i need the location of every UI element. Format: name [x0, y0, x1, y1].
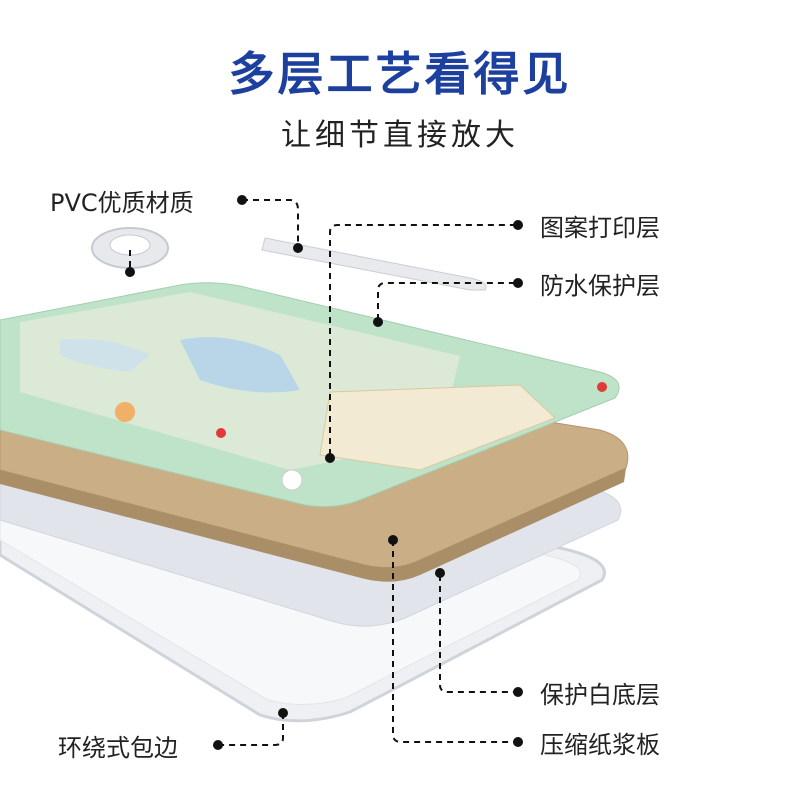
leader-dots: [125, 195, 523, 750]
map-water-2: [60, 339, 150, 372]
label-pulp-board: 压缩纸浆板: [540, 731, 660, 759]
label-waterproof-layer: 防水保护层: [540, 272, 660, 300]
pvc-hanger-accessory: [261, 237, 487, 291]
pulp-board-edge: [0, 468, 626, 582]
flower-icon-2: [597, 382, 607, 392]
map-water: [180, 337, 300, 393]
page-title: 多层工艺看得见: [228, 47, 572, 101]
page-subtitle: 让细节直接放大: [281, 118, 519, 153]
info-panel: [319, 384, 556, 471]
bunny-icon: [281, 469, 303, 491]
flower-icon: [216, 428, 226, 438]
label-wrap-edge: 环绕式包边: [58, 734, 178, 762]
label-print-layer: 图案打印层: [540, 214, 660, 242]
label-white-base-layer: 保护白底层: [540, 681, 660, 709]
label-pvc-material: PVC优质材质: [50, 189, 194, 217]
mascot-icon: [115, 402, 135, 422]
leader-lines: [129, 199, 518, 746]
